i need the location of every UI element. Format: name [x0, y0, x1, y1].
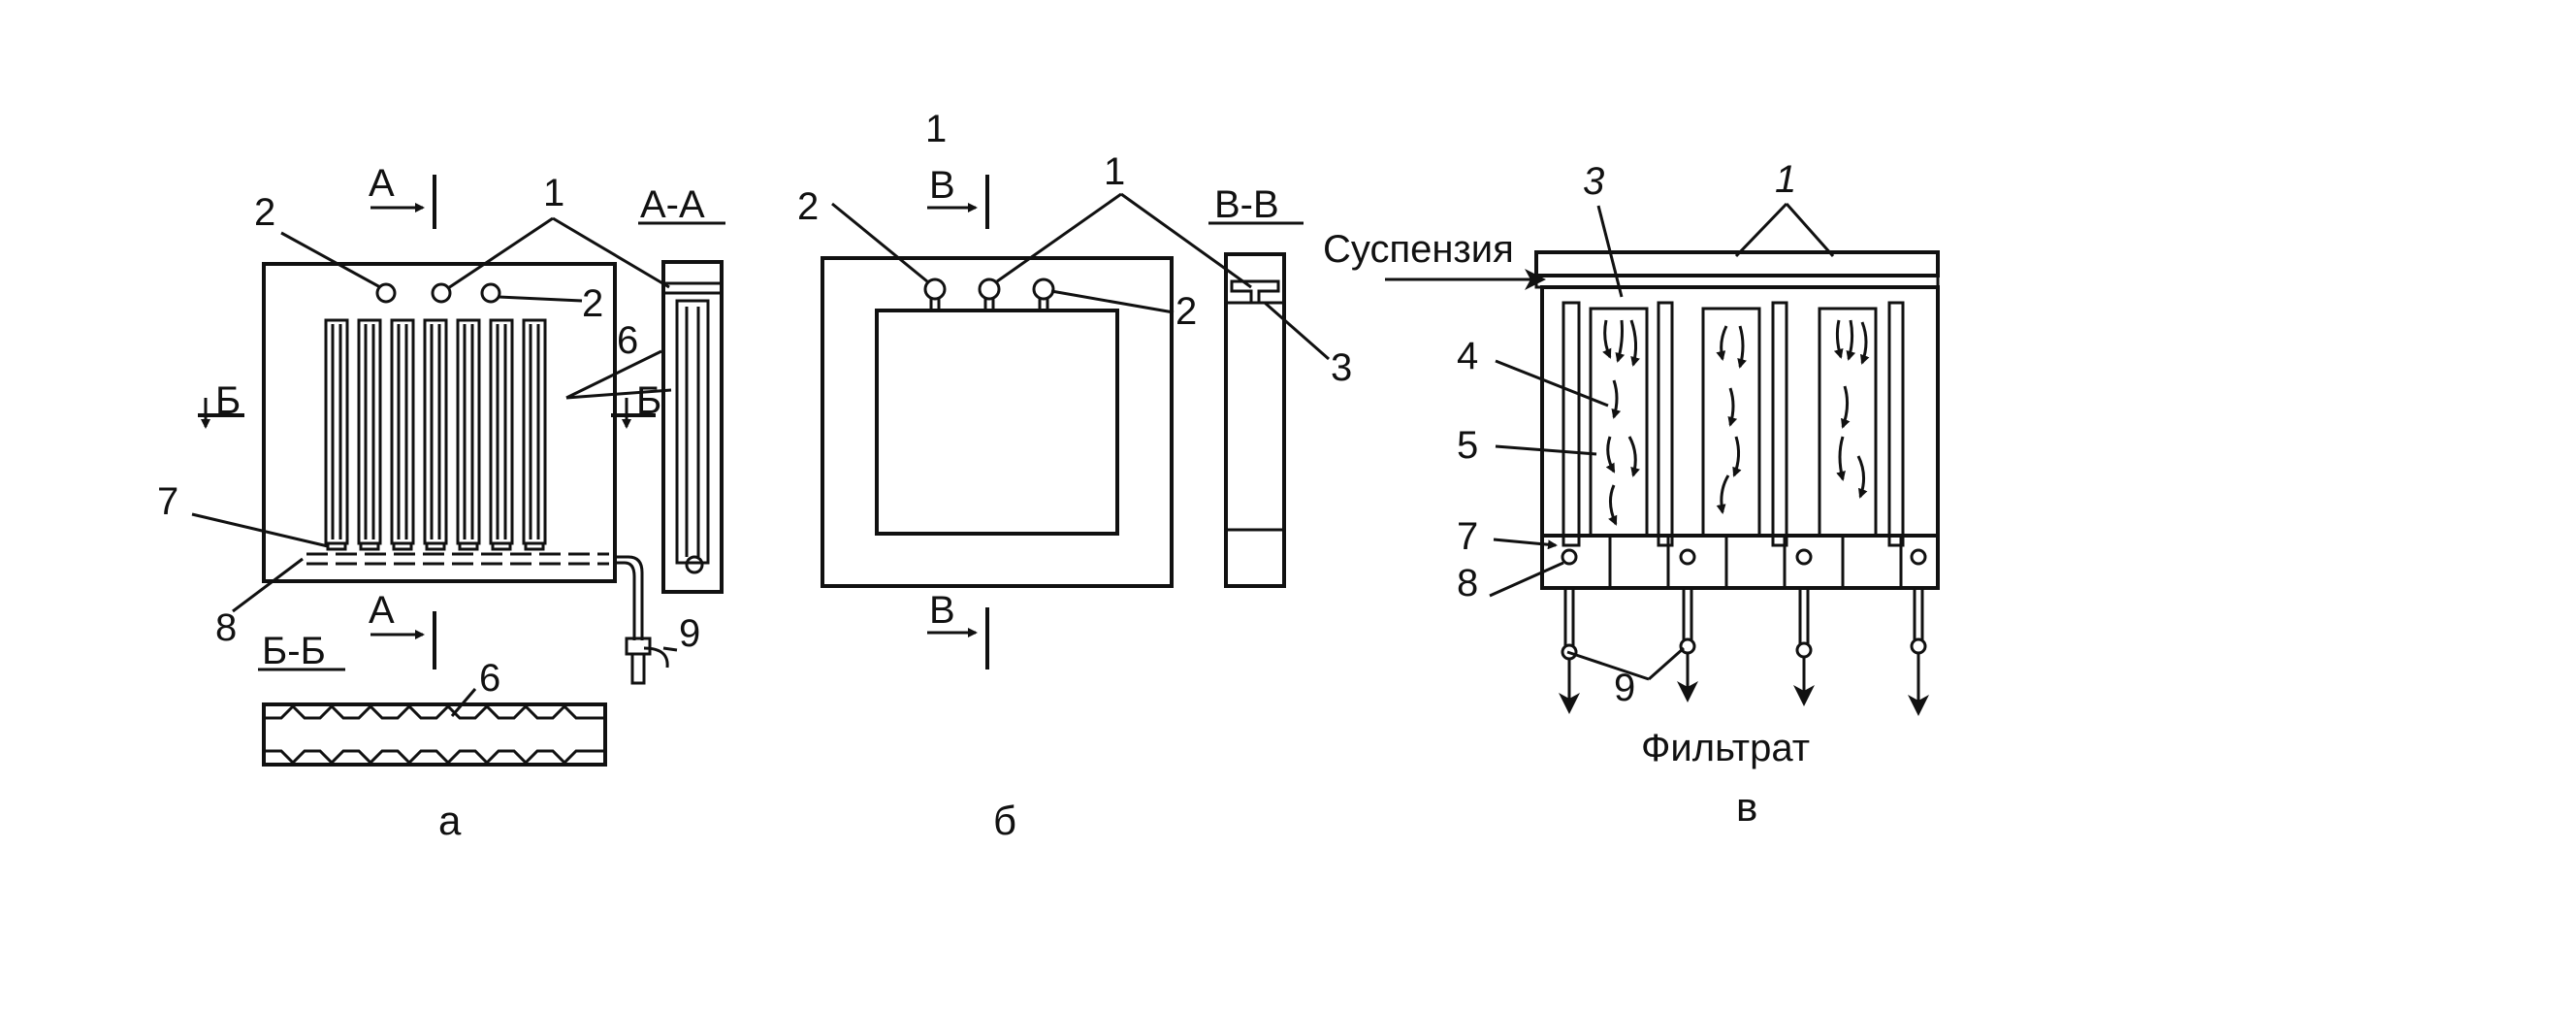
hole-2-left [375, 282, 397, 304]
hole-2-right [480, 282, 501, 304]
callout-8: 8 [1457, 562, 1478, 604]
section-b-mark-left: Б [215, 379, 241, 422]
callout-3: 3 [1583, 160, 1604, 203]
callout-4: 4 [1457, 335, 1478, 377]
callout-9: 9 [679, 612, 700, 655]
inlet-label: Суспензия [1323, 228, 1514, 271]
outlet-valve [625, 637, 652, 656]
frame-ports [923, 277, 1055, 310]
section-v-mark-top: В [929, 164, 955, 207]
section-aa-title: А-А [640, 183, 705, 226]
callout-2-left: 2 [254, 191, 275, 234]
callout-1: 1 [543, 172, 564, 214]
callout-9: 9 [1614, 667, 1635, 709]
caption-b: б [993, 798, 1016, 843]
caption-c: в [1736, 784, 1757, 830]
callout-7: 7 [1457, 515, 1478, 558]
frame-window [875, 309, 1119, 536]
section-a-mark-bottom: А [369, 589, 395, 632]
hole-1 [431, 282, 452, 304]
view-c: Суспензия 3 1 4 5 7 8 9 Фильтрат в [1323, 158, 1940, 830]
section-vv-title: В-В [1214, 183, 1279, 226]
callout-5: 5 [1457, 424, 1478, 467]
section-b-mark-right: Б [636, 379, 661, 422]
view-a: А А Б Б А-А Б-Б [157, 162, 725, 843]
outlet-label: Фильтрат [1641, 727, 1810, 769]
press-body [1540, 285, 1940, 590]
callout-8: 8 [215, 606, 237, 649]
view-b: В В В-В 1 1 2 2 3 б [797, 108, 1352, 843]
section-vv-view [1224, 252, 1286, 588]
callout-6-bottom: 6 [479, 657, 500, 700]
flow-arrows [1602, 319, 1870, 526]
section-bb-title: Б-Б [262, 630, 326, 672]
drain-channels [1562, 301, 1905, 547]
callout-1: 1 [1775, 158, 1796, 201]
section-aa-view [661, 260, 724, 594]
drainage-channels [324, 318, 547, 551]
callout-1: 1 [1104, 150, 1125, 193]
callout-7: 7 [157, 480, 178, 523]
section-v-mark-bottom: В [929, 589, 955, 632]
caption-a: а [438, 798, 462, 843]
callout-1-top: 1 [925, 108, 947, 150]
section-a-mark-top: А [369, 162, 395, 205]
filter-chambers [1589, 307, 1878, 538]
callout-2-right: 2 [1175, 290, 1197, 333]
plate-front [262, 262, 617, 583]
callout-2-right: 2 [582, 282, 603, 325]
section-bb-view [262, 702, 607, 767]
callout-6-top: 6 [617, 319, 638, 362]
callout-3: 3 [1331, 346, 1352, 389]
outlet-pipes [1559, 548, 1929, 716]
outlet-pipe [615, 555, 644, 640]
frame-outer [821, 256, 1174, 588]
callout-2-left: 2 [797, 185, 819, 228]
